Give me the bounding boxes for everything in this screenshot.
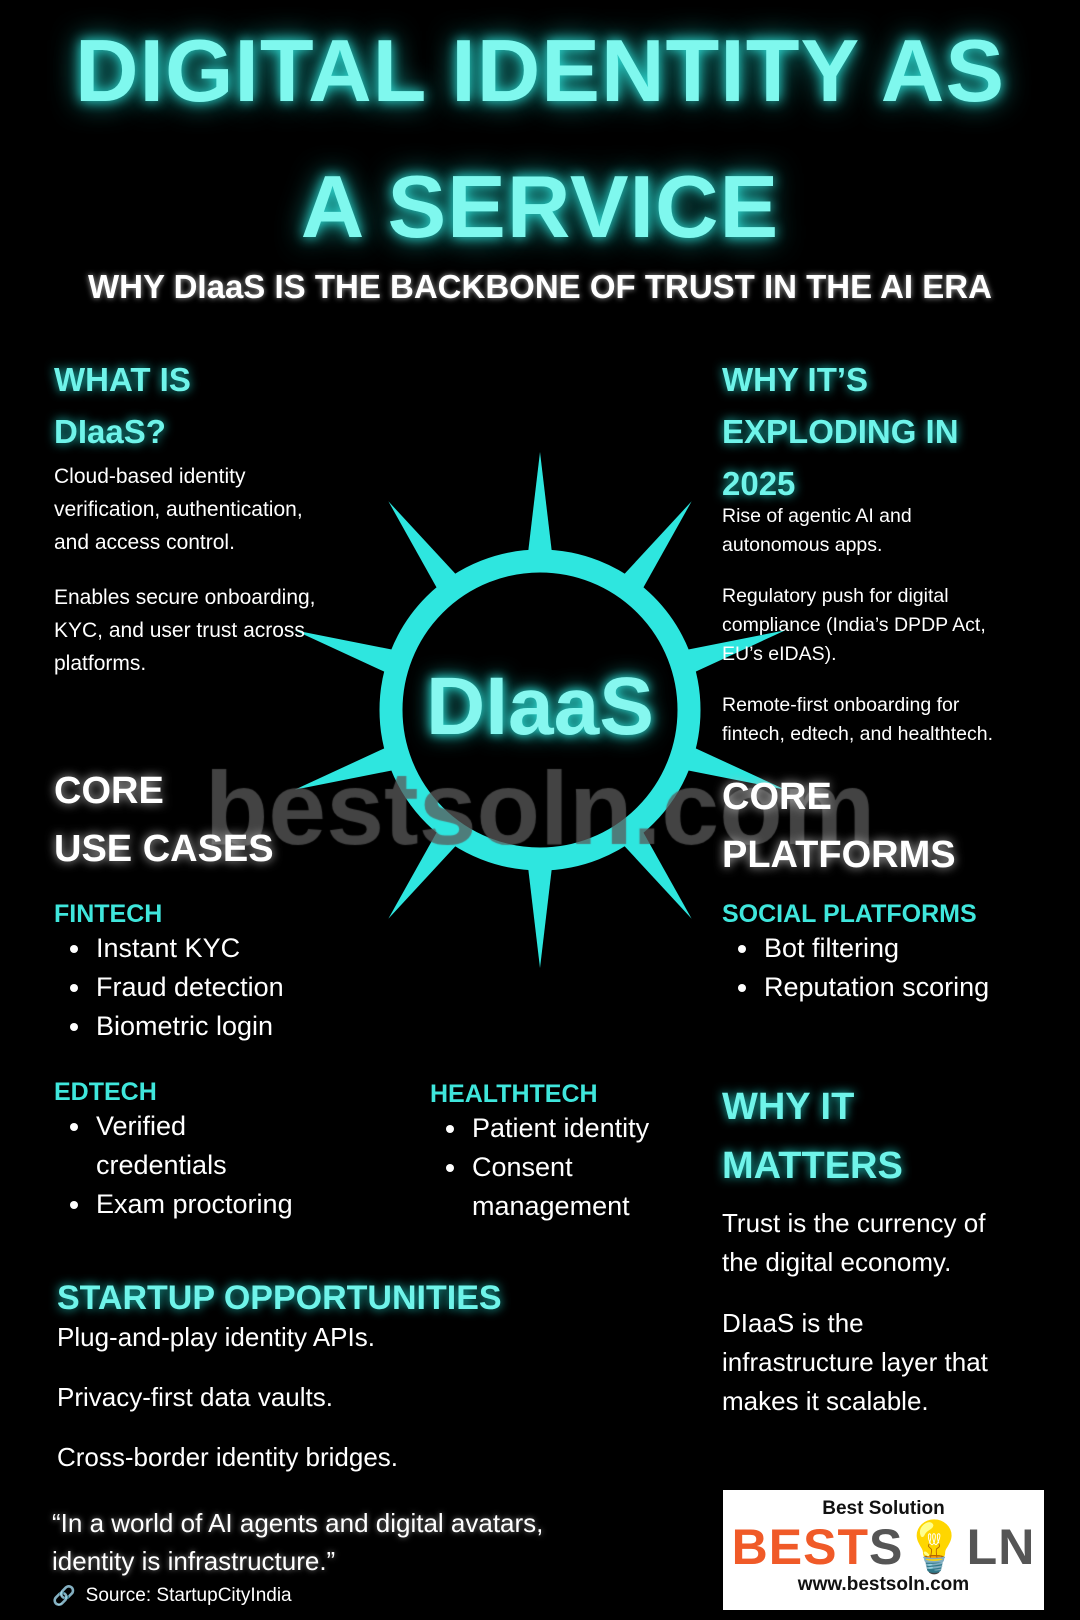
list-item: Bot filtering [718,929,989,968]
list-item: Patient identity [426,1109,649,1148]
startup-item: Plug-and-play identity APIs. [57,1322,375,1352]
title-line2: A SERVICE [300,157,780,256]
why-exploding-text: Remote-first onboarding for [722,694,960,716]
why-exploding-heading: EXPLODING IN [722,413,959,450]
list-item: Fraud detection [50,968,284,1007]
what-is-section: WHAT IS DIaaS? Cloud-based identity veri… [54,354,316,680]
why-exploding-text: Regulatory push for digital [722,585,949,607]
why-matters-text: Trust is the currency of [722,1208,986,1238]
why-exploding-text: Rise of agentic AI and [722,505,912,527]
list-item-continuation: management [472,1191,630,1221]
healthtech-section: HEALTHTECH Patient identity Consent mana… [430,1080,649,1226]
why-exploding-text: autonomous apps. [722,534,883,556]
what-is-heading-2: DIaaS? [54,413,166,450]
why-matters-heading: WHY IT [722,1086,855,1128]
what-is-text: Enables secure onboarding, [54,586,316,609]
core-use-cases-heading: USE CASES [54,828,274,870]
why-matters-text: DIaaS is the [722,1308,864,1338]
quote-line: “In a world of AI agents and digital ava… [52,1508,544,1538]
why-exploding-heading: WHY IT’S [722,361,869,398]
why-matters-heading: MATTERS [722,1145,903,1187]
source-text: Source: StartupCityIndia [85,1585,292,1606]
sun-spike [526,452,554,570]
logo-url: www.bestsoln.com [797,1574,970,1595]
what-is-heading-1: WHAT IS [54,361,191,398]
core-use-cases-section: CORE USE CASES FINTECH Instant KYC Fraud… [54,762,284,1046]
why-matters-section: WHY IT MATTERS Trust is the currency of … [722,1078,988,1421]
list-item: Exam proctoring [50,1185,293,1224]
why-matters-text: infrastructure layer that [722,1347,988,1377]
lightbulb-icon: 💡 [903,1519,967,1575]
title-line1: DIGITAL IDENTITY AS [74,21,1006,120]
what-is-text: and access control. [54,531,235,554]
startup-heading: STARTUP OPPORTUNITIES [57,1279,502,1317]
core-platforms-heading: CORE [722,776,832,818]
fintech-label: FINTECH [54,900,163,928]
core-platforms-heading: PLATFORMS [722,834,956,876]
logo-brand: LN [966,1519,1036,1575]
why-exploding-text: compliance (India’s DPDP Act, [722,614,986,636]
why-exploding-heading: 2025 [722,465,796,502]
list-item: Reputation scoring [718,968,989,1007]
healthtech-label: HEALTHTECH [430,1080,598,1108]
logo-brand: BEST [731,1519,870,1575]
logo-tagline: Best Solution [822,1498,945,1519]
what-is-text: platforms. [54,652,147,675]
why-exploding-text: EU’s eIDAS). [722,643,837,665]
quote-line: identity is infrastructure.” [52,1546,336,1576]
list-item: Biometric login [50,1007,284,1046]
edtech-section: EDTECH Verified credentials Exam proctor… [54,1078,293,1224]
startup-item: Cross-border identity bridges. [57,1442,399,1472]
startup-item: Privacy-first data vaults. [57,1382,333,1412]
why-matters-text: makes it scalable. [722,1386,929,1416]
watermark [0,745,1080,885]
core-platforms-section: CORE PLATFORMS SOCIAL PLATFORMS Bot filt… [722,768,989,1007]
subtitle: WHY DIaaS IS THE BACKBONE OF TRUST IN TH… [88,268,992,305]
logo-brand: S [869,1519,904,1575]
edtech-label: EDTECH [54,1078,157,1106]
what-is-text: KYC, and user trust across [54,619,305,642]
what-is-text: Cloud-based identity [54,465,246,488]
quote: “In a world of AI agents and digital ava… [52,1504,543,1580]
why-exploding-section: WHY IT’S EXPLODING IN 2025 Rise of agent… [722,354,993,749]
why-matters-text: the digital economy. [722,1247,952,1277]
social-platforms-label: SOCIAL PLATFORMS [722,900,977,928]
sun-spike [294,630,412,681]
bestsoln-logo: Best Solution BESTS💡LN www.bestsoln.com [723,1490,1044,1610]
list-item: Consent [426,1148,649,1187]
core-use-cases-heading: CORE [54,770,164,812]
list-item: Instant KYC [50,929,284,968]
link-icon: 🔗 [52,1586,76,1607]
startup-section: STARTUP OPPORTUNITIES Plug-and-play iden… [57,1272,502,1477]
what-is-text: verification, authentication, [54,498,303,521]
center-label: DIaaS [426,661,654,752]
source: 🔗 Source: StartupCityIndia [52,1584,292,1608]
list-item-continuation: credentials [96,1150,227,1180]
list-item: Verified [50,1107,293,1146]
sun-spike [668,630,786,681]
why-exploding-text: fintech, edtech, and healthtech. [722,723,994,745]
